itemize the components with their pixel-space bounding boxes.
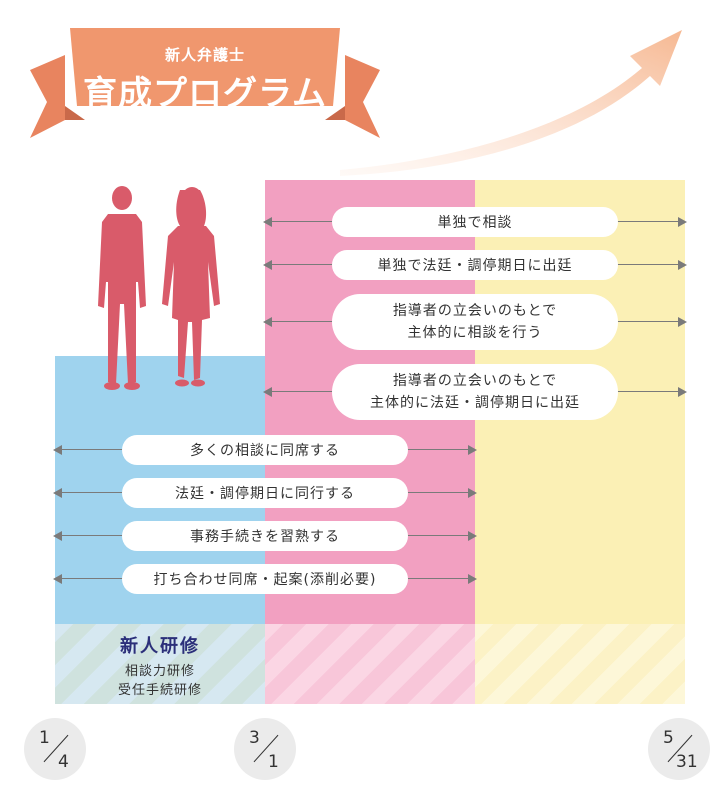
phase-3-stripe bbox=[475, 624, 685, 704]
bar-label: 多くの相談に同席する bbox=[122, 435, 408, 465]
arrow-right-icon bbox=[468, 488, 477, 498]
bar-label: 指導者の立会いのもとで 主体的に法廷・調停期日に出廷 bbox=[332, 364, 618, 420]
arrow-right-icon bbox=[678, 387, 687, 397]
ribbon-fold-left bbox=[65, 106, 85, 120]
arrow-right-icon bbox=[468, 531, 477, 541]
date-month: 3 bbox=[249, 728, 260, 748]
arrow-left-icon bbox=[53, 531, 62, 541]
bar-supervised-court: 指導者の立会いのもとで 主体的に法廷・調停期日に出廷 bbox=[263, 364, 687, 420]
ribbon-shape bbox=[30, 28, 380, 138]
ribbon-tail-right bbox=[345, 55, 380, 138]
phase-2-stripe bbox=[265, 624, 475, 704]
bar-label: 法廷・調停期日に同行する bbox=[122, 478, 408, 508]
date-day: 1 bbox=[268, 752, 279, 772]
date-marker-jan-4: 1 4 bbox=[24, 718, 86, 780]
bar-solo-court: 単独で法廷・調停期日に出廷 bbox=[263, 250, 687, 280]
date-marker-mar-1: 3 1 bbox=[234, 718, 296, 780]
title-ribbon: 新人弁護士 育成プログラム bbox=[25, 10, 385, 140]
bar-label-line: 主体的に法廷・調停期日に出廷 bbox=[370, 395, 580, 411]
ribbon-title: 育成プログラム bbox=[83, 74, 327, 114]
bar-label: 指導者の立会いのもとで 主体的に相談を行う bbox=[332, 294, 618, 350]
bar-accompany-court: 法廷・調停期日に同行する bbox=[53, 478, 477, 508]
bar-label: 単独で法廷・調停期日に出廷 bbox=[332, 250, 618, 280]
bar-solo-consultation: 単独で相談 bbox=[263, 207, 687, 237]
arrow-right-icon bbox=[468, 445, 477, 455]
arrow-left-icon bbox=[263, 317, 272, 327]
bar-meetings-drafting: 打ち合わせ同席・起案(添削必要) bbox=[53, 564, 477, 594]
bar-label: 打ち合わせ同席・起案(添削必要) bbox=[122, 564, 408, 594]
phase-1-stripe bbox=[55, 624, 265, 704]
bar-supervised-consultation: 指導者の立会いのもとで 主体的に相談を行う bbox=[263, 294, 687, 350]
date-day: 4 bbox=[58, 752, 69, 772]
bar-label: 事務手続きを習熟する bbox=[122, 521, 408, 551]
training-item: 受任手続研修 bbox=[117, 683, 202, 698]
bar-label-line: 指導者の立会いのもとで bbox=[392, 373, 558, 389]
arrow-left-icon bbox=[53, 488, 62, 498]
arrow-right-icon bbox=[678, 317, 687, 327]
growth-arrow-icon bbox=[340, 30, 682, 176]
date-day: 31 bbox=[676, 752, 698, 772]
date-marker-may-31: 5 31 bbox=[648, 718, 710, 780]
date-month: 5 bbox=[663, 728, 674, 748]
bar-label: 単独で相談 bbox=[332, 207, 618, 237]
ribbon-subtitle: 新人弁護士 bbox=[164, 46, 245, 64]
arrow-left-icon bbox=[53, 445, 62, 455]
bar-attend-consultations: 多くの相談に同席する bbox=[53, 435, 477, 465]
ribbon-fold-right bbox=[325, 106, 345, 120]
businessman-and-businesswoman-silhouette-icon bbox=[98, 186, 220, 390]
arrow-left-icon bbox=[53, 574, 62, 584]
bar-label-line: 主体的に相談を行う bbox=[407, 325, 543, 341]
arrow-right-icon bbox=[678, 260, 687, 270]
arrow-left-icon bbox=[263, 260, 272, 270]
training-item: 相談力研修 bbox=[124, 664, 195, 679]
bar-master-procedures: 事務手続きを習熟する bbox=[53, 521, 477, 551]
ribbon-panel bbox=[70, 28, 340, 106]
arrow-right-icon bbox=[468, 574, 477, 584]
date-month: 1 bbox=[39, 728, 50, 748]
bar-label-line: 指導者の立会いのもとで bbox=[392, 303, 558, 319]
arrow-left-icon bbox=[263, 387, 272, 397]
arrow-left-icon bbox=[263, 217, 272, 227]
training-title: 新人研修 bbox=[120, 636, 200, 657]
arrow-right-icon bbox=[678, 217, 687, 227]
ribbon-tail-left bbox=[30, 55, 65, 138]
